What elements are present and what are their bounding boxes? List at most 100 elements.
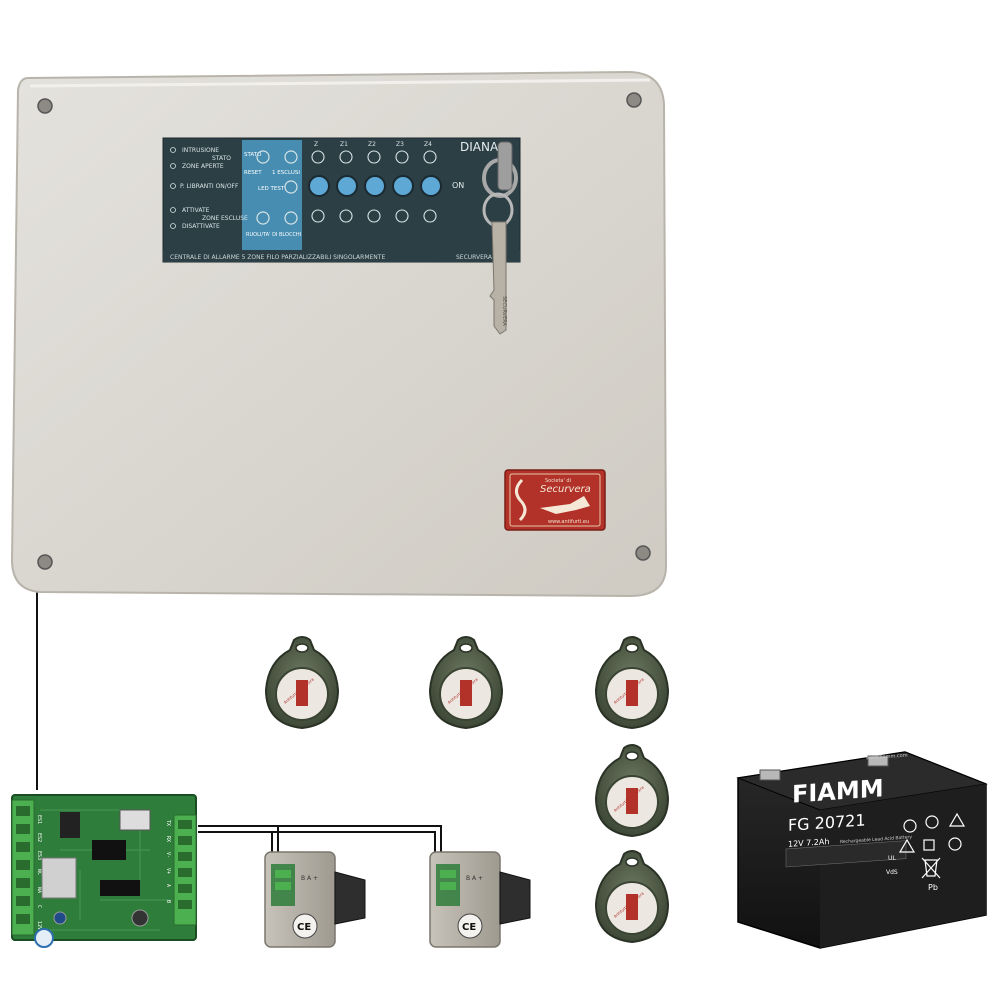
key-icon: SECURVERA: [482, 141, 518, 335]
zone-label: Z: [314, 141, 318, 148]
terminal-label: ES2: [36, 833, 42, 842]
reader-label: B A +: [301, 875, 318, 882]
interface-pcb: ES1 ES2 ES3 NC NA C 12V TX RX V- V+ A B: [11, 794, 197, 948]
group-label-led-test: LED TEST: [258, 186, 285, 192]
zone-button: [364, 175, 386, 197]
battery-terminal: [759, 769, 781, 781]
group-label-blocchi: RUOLI/TA' DI BLOCCHI: [246, 232, 301, 238]
legend-stato: STATO: [212, 155, 231, 162]
terminal-label: ES3: [36, 851, 42, 860]
zone-button: [336, 175, 358, 197]
terminal-label: V+: [165, 868, 171, 874]
terminal-label: NC: [36, 869, 42, 875]
button-disattivate: [284, 211, 298, 225]
zone-button: [308, 175, 330, 197]
button-attivate: [256, 211, 270, 225]
battery-rating: 12V 7.2Ah: [788, 837, 829, 849]
legend-zone-escluse: ZONE ESCLUSE: [202, 215, 248, 222]
capacitor: [53, 911, 67, 925]
terminal-label: C: [36, 905, 42, 908]
screw-icon: [626, 92, 642, 108]
alarm-control-panel: INTRUSIONE STATO ZONE APERTE P. LIBRANTI…: [10, 70, 668, 598]
key-text: SECURVERA: [501, 296, 507, 327]
terminal-label: NA: [36, 887, 42, 893]
screw-icon: [635, 545, 651, 561]
rfid-reader: B A + CE: [264, 851, 366, 948]
zone-leds-bottom: [311, 209, 437, 223]
zone-label: Z2: [368, 141, 376, 148]
logo-url: www.antifurti.eu: [548, 519, 589, 525]
ul-mark: UL: [888, 855, 896, 862]
securvera-logo: Societa' di Securvera www.antifurti.eu: [504, 469, 606, 531]
panel-brand: DIANA: [460, 140, 499, 154]
zone-leds-top: [311, 150, 437, 164]
wires: [36, 592, 442, 852]
button-esclusi: [284, 150, 298, 164]
legend-zone-aperte: ZONE APERTE: [182, 163, 224, 170]
no-children-icon: [925, 815, 939, 829]
zone-label: Z3: [396, 141, 404, 148]
zone-buttons: [308, 175, 442, 197]
group-label-esclusi: 1 ESCLUSI: [272, 170, 300, 176]
buzzer-icon: [34, 928, 54, 948]
terminal-label: A: [165, 884, 171, 887]
rfid-tag: Antifurti Securvera: [594, 744, 670, 838]
panel-bottom-brand: SECURVERA: [456, 254, 493, 261]
button-stato: [256, 150, 270, 164]
zone-labels: Z Z1 Z2 Z3 Z4: [314, 141, 432, 148]
relay: [41, 857, 77, 899]
panel-buttons-left: [256, 150, 298, 225]
chip: [60, 812, 80, 838]
legend-p-libranti: P. LIBRANTI ON/OFF: [180, 183, 239, 190]
button-led-test: [284, 180, 298, 194]
group-label-stato: STATO: [244, 152, 262, 158]
legend-intrusione: INTRUSIONE: [182, 147, 219, 154]
rfid-tag: Antifurti Securvera: [264, 636, 340, 730]
chip: [100, 880, 140, 896]
zone-label: Z4: [424, 141, 432, 148]
on-label: ON: [452, 181, 464, 190]
legend-disattivate: DISATTIVATE: [182, 223, 220, 230]
pb-mark: Pb: [928, 883, 938, 892]
bin-crossed-icon: [921, 857, 941, 879]
vds-mark: VdS: [886, 869, 898, 876]
ce-mark: CE: [462, 922, 476, 933]
recycle-icon: [948, 837, 962, 851]
screw-icon: [37, 98, 53, 114]
dip-switch: [119, 809, 151, 831]
panel-caption: CENTRALE DI ALLARME 5 ZONE FILO PARZIALI…: [170, 254, 385, 261]
terminal-label: 12V: [36, 921, 42, 930]
terminal-label: TX: [165, 820, 171, 826]
logo-name: Securvera: [540, 484, 591, 495]
rfid-tag: Antifurti Securvera: [594, 636, 670, 730]
zone-button: [392, 175, 414, 197]
zone-label: Z1: [340, 141, 348, 148]
terminal-labels-right: TX RX V- V+ A B: [165, 820, 171, 903]
panel-faceplate: INTRUSIONE STATO ZONE APERTE P. LIBRANTI…: [162, 137, 521, 263]
read-manual-icon: [923, 839, 935, 851]
screw-icon: [37, 554, 53, 570]
group-label-reset: RESET: [244, 170, 262, 176]
zone-button: [420, 175, 442, 197]
rfid-tag: Antifurti Securvera: [428, 636, 504, 730]
terminal-label: RX: [165, 836, 171, 842]
chip: [92, 840, 126, 860]
sun-icon: [170, 147, 176, 229]
legend-attivate: ATTIVATE: [182, 207, 210, 214]
ce-mark: CE: [297, 922, 311, 933]
rfid-tag: Antifurti Securvera: [594, 850, 670, 944]
capacitor: [131, 909, 149, 927]
terminal-label: B: [165, 900, 171, 903]
battery-subtitle: Rechargeable Lead Acid Battery: [840, 834, 912, 845]
terminal-label: V-: [165, 852, 171, 858]
battery-site: www.fiamm.com: [866, 753, 908, 762]
battery-terminal: [867, 755, 889, 767]
logo-top: Societa' di: [545, 478, 571, 484]
rfid-reader: B A + CE: [429, 851, 531, 948]
fiamm-battery: FIAMM FG 20721 12V 7.2Ah Rechargeable Le…: [736, 751, 988, 949]
terminal-labels-left: ES1 ES2 ES3 NC NA C 12V: [36, 815, 42, 930]
keyfob-tags: Antifurti Securvera Antifurti Securvera …: [264, 636, 670, 944]
battery-brand: FIAMM: [792, 774, 884, 808]
warning-triangle-icon: [898, 838, 916, 853]
